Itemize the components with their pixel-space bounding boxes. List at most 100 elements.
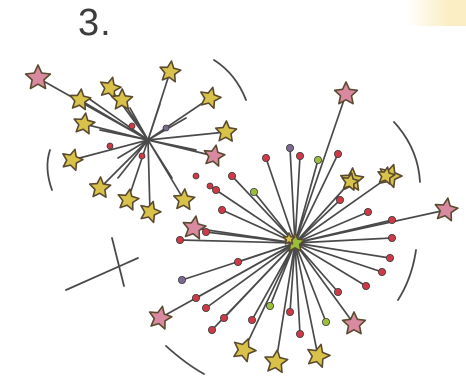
spoke-line bbox=[294, 93, 347, 244]
dot-icon bbox=[219, 313, 228, 322]
outline-arc bbox=[165, 345, 205, 375]
spoke-line bbox=[294, 153, 339, 244]
dot-icon bbox=[377, 267, 386, 276]
dot-icon bbox=[128, 122, 136, 130]
star-icon bbox=[264, 349, 289, 374]
star-icon bbox=[214, 120, 238, 142]
dot-icon bbox=[265, 301, 274, 310]
dot-icon bbox=[211, 185, 220, 194]
dot-icon bbox=[177, 275, 186, 284]
dot-icon bbox=[249, 187, 258, 196]
outline-arc bbox=[46, 149, 53, 191]
dot-icon bbox=[247, 315, 256, 324]
star-icon bbox=[159, 60, 182, 83]
spoke-line bbox=[294, 155, 301, 244]
star-icon bbox=[200, 86, 222, 110]
spoke-line bbox=[289, 147, 296, 244]
spoke-line bbox=[223, 242, 296, 319]
dot-icon bbox=[285, 143, 294, 152]
spoke-line bbox=[129, 107, 149, 141]
star-icon bbox=[333, 81, 359, 105]
spoke-line bbox=[79, 99, 149, 141]
spoke-dots bbox=[106, 122, 396, 338]
dot-icon bbox=[285, 307, 294, 316]
star-icon bbox=[148, 305, 173, 330]
spoke-lines bbox=[37, 71, 447, 363]
dot-icon bbox=[138, 152, 146, 160]
outline-arc bbox=[213, 59, 247, 101]
dot-icon bbox=[333, 149, 342, 158]
dot-icon bbox=[201, 303, 210, 312]
corner-tint bbox=[406, 0, 466, 26]
spoke-line bbox=[147, 139, 173, 179]
spoke-line bbox=[265, 157, 296, 244]
dot-icon bbox=[162, 124, 170, 132]
star-icon bbox=[203, 144, 226, 167]
star-icon bbox=[140, 200, 162, 224]
spoke-line bbox=[294, 242, 391, 259]
spoke-line bbox=[294, 199, 341, 244]
spoke-line bbox=[294, 242, 327, 323]
outline-arc bbox=[393, 121, 421, 183]
dot-icon bbox=[192, 172, 200, 180]
star-icon bbox=[24, 64, 52, 90]
spoke-line bbox=[294, 175, 391, 244]
spoke-line bbox=[231, 175, 296, 244]
spoke-line bbox=[294, 237, 393, 244]
spoke-line bbox=[237, 242, 296, 263]
spoke-line bbox=[205, 231, 296, 244]
outline-arc bbox=[111, 237, 125, 287]
spoke-line bbox=[99, 129, 149, 141]
spoke-line bbox=[294, 242, 367, 287]
spoke-line bbox=[294, 242, 301, 335]
star-icon bbox=[307, 343, 331, 368]
star-icon bbox=[182, 215, 207, 240]
dot-icon bbox=[335, 195, 344, 204]
star-icon bbox=[377, 166, 396, 185]
spoke-line bbox=[294, 242, 383, 273]
dot-icon bbox=[363, 207, 372, 216]
spoke-line bbox=[294, 242, 339, 293]
spoke-line bbox=[205, 242, 296, 309]
dot-icon bbox=[313, 155, 322, 164]
spoke-line bbox=[294, 242, 319, 357]
star-markers bbox=[24, 60, 459, 374]
star-icon bbox=[73, 112, 96, 135]
spoke-line bbox=[275, 242, 296, 363]
star-icon bbox=[341, 172, 360, 191]
spoke-line bbox=[269, 242, 296, 307]
star-icon bbox=[99, 76, 122, 99]
outline-arcs bbox=[46, 59, 421, 375]
dot-icon bbox=[333, 287, 342, 296]
outline-arc bbox=[397, 249, 417, 301]
dot-icon bbox=[106, 142, 114, 150]
dot-icon bbox=[175, 235, 184, 244]
spoke-line bbox=[147, 139, 197, 151]
spoke-line bbox=[215, 189, 296, 244]
dot-icon bbox=[207, 325, 216, 334]
star-icon bbox=[110, 88, 134, 110]
dot-icon bbox=[233, 257, 242, 266]
dot-icon bbox=[387, 233, 396, 242]
spoke-line bbox=[294, 219, 393, 244]
dot-icon bbox=[387, 215, 396, 224]
spoke-line bbox=[147, 131, 227, 141]
star-icon bbox=[233, 338, 257, 363]
star-icon bbox=[282, 232, 296, 245]
dot-icon bbox=[321, 317, 330, 326]
spoke-line bbox=[117, 139, 149, 159]
spoke-line bbox=[147, 139, 151, 213]
star-icon bbox=[117, 188, 140, 211]
spoke-line bbox=[147, 103, 161, 141]
figure-number: 3. bbox=[78, 2, 112, 44]
dot-icon bbox=[201, 227, 210, 236]
spoke-line bbox=[127, 139, 149, 201]
spoke-line bbox=[71, 139, 149, 161]
spoke-line bbox=[294, 159, 319, 244]
spoke-line bbox=[147, 97, 211, 141]
dot-icon bbox=[227, 171, 236, 180]
spoke-line bbox=[251, 242, 296, 321]
spoke-line bbox=[243, 242, 296, 351]
dot-icon bbox=[295, 151, 304, 160]
